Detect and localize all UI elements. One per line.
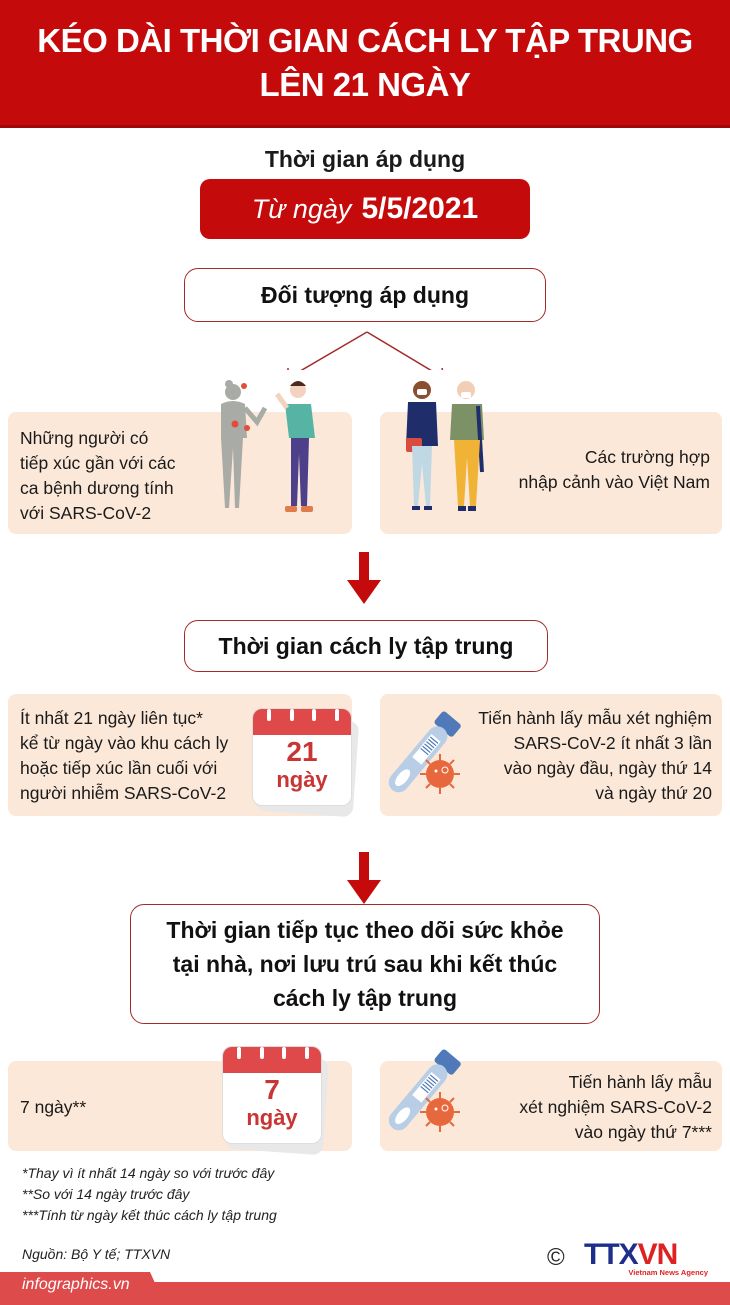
effective-date: 5/5/2021	[361, 192, 479, 225]
source-credit: Nguồn: Bộ Y tế; TTXVN	[22, 1246, 171, 1262]
calendar-icon: 21 ngày	[250, 702, 360, 818]
footer-tab	[0, 1272, 165, 1305]
quarantine-period-heading-box: Thời gian cách ly tập trung	[184, 620, 548, 672]
branch-arrows-icon	[287, 331, 444, 370]
title-line-2: LÊN 21 NGÀY	[259, 65, 471, 103]
target-heading: Đối tượng áp dụng	[260, 281, 470, 308]
logo-tagline: Vietnam News Agency	[628, 1268, 708, 1277]
entry-cases-text: Các trường hợp nhập cảnh vào Việt Nam	[518, 447, 710, 492]
from-text: Từ ngày	[251, 193, 352, 224]
ttxvn-logo: TTXVN Vietnam News Agency	[584, 1238, 708, 1278]
calendar-unit: ngày	[276, 767, 328, 792]
title-line-1: KÉO DÀI THỜI GIAN CÁCH LY TẬP TRUNG	[37, 21, 693, 59]
footnote-3: ***Tính từ ngày kết thúc cách ly tập tru…	[22, 1207, 277, 1223]
followup-heading-line-1: Thời gian tiếp tục theo dõi sức khỏe	[166, 917, 564, 943]
footer-bar	[0, 1282, 730, 1305]
followup-heading-box: Thời gian tiếp tục theo dõi sức khỏe tại…	[130, 904, 600, 1024]
header-banner: KÉO DÀI THỜI GIAN CÁCH LY TẬP TRUNG LÊN …	[0, 0, 730, 128]
application-date-box: Từ ngày 5/5/2021	[200, 179, 530, 239]
quarantine-testing-panel	[380, 694, 722, 816]
followup-heading-line-3: cách ly tập trung	[272, 985, 458, 1011]
calendar-number: 21	[286, 736, 318, 767]
copyright-icon: ©	[547, 1244, 565, 1271]
target-heading-box: Đối tượng áp dụng	[184, 268, 546, 322]
calendar-icon: 7 ngày	[220, 1040, 330, 1156]
contact-cases-text: Những người có tiếp xúc gần với các ca b…	[20, 428, 176, 523]
calendar-unit: ngày	[246, 1105, 298, 1130]
calendar-number: 7	[264, 1074, 280, 1105]
footnotes: *Thay vì ít nhất 14 ngày so với trước đâ…	[22, 1163, 277, 1226]
contact-people-illustration-icon	[221, 380, 315, 512]
application-label: Thời gian áp dụng	[264, 146, 466, 172]
down-arrow-icon	[347, 552, 381, 604]
travelers-illustration-icon	[406, 381, 484, 511]
followup-heading-line-2: tại nhà, nơi lưu trú sau khi kết thúc	[172, 951, 558, 977]
footnote-1: *Thay vì ít nhất 14 ngày so với trước đâ…	[22, 1165, 275, 1181]
quarantine-period-heading: Thời gian cách ly tập trung	[218, 632, 514, 659]
test-tube-virus-icon	[388, 711, 461, 794]
quarantine-duration-text: Ít nhất 21 ngày liên tục* kể từ ngày vào…	[20, 708, 229, 803]
footnote-2: **So với 14 ngày trước đây	[22, 1186, 190, 1202]
quarantine-testing-text: Tiến hành lấy mẫu xét nghiệm SARS-CoV-2 …	[478, 708, 712, 803]
followup-testing-text: Tiến hành lấy mẫu xét nghiệm SARS-CoV-2 …	[519, 1072, 712, 1142]
site-link[interactable]: infographics.vn	[22, 1276, 130, 1293]
down-arrow-icon	[347, 852, 381, 904]
test-tube-virus-icon	[388, 1049, 461, 1132]
followup-duration-text: 7 ngày**	[20, 1097, 87, 1117]
